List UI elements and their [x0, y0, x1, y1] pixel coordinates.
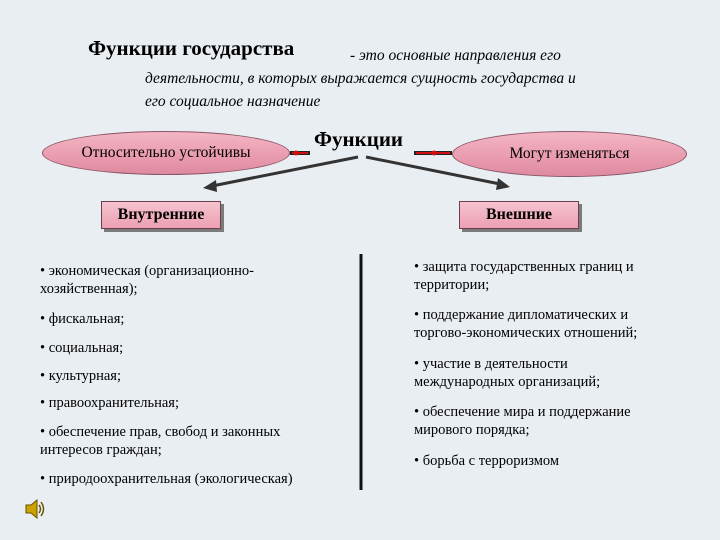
list-item: • социальная;: [40, 340, 124, 356]
definition: - это основные направления его деятельно…: [145, 44, 675, 113]
internal-list: • экономическая (организационно-хозяйств…: [40, 0, 360, 540]
arrow-left: [211, 155, 359, 188]
connector-dot-right: [431, 150, 437, 156]
functions-label: Функции: [314, 127, 404, 151]
connector-dot-left: [293, 150, 299, 156]
stable-label: Относительно устойчивы: [81, 144, 251, 161]
external-functions-box: Внешние: [459, 201, 579, 229]
changeable-ellipse: Могут изменяться: [452, 131, 687, 177]
changeable-label: Могут изменяться: [509, 145, 630, 162]
definition-line: его социальное назначение: [145, 93, 321, 110]
list-item: • борьба с терроризмом: [414, 453, 560, 469]
list-item: • культурная;: [40, 368, 121, 384]
arrow-right: [365, 155, 501, 186]
list-item: • правоохранительная;: [40, 395, 180, 411]
list-item: • экономическая (организационно-хозяйств…: [40, 263, 254, 297]
stable-ellipse: Относительно устойчивы: [42, 131, 290, 175]
definition-line: - это основные направления его: [350, 47, 561, 64]
internal-functions-box: Внутренние: [101, 201, 221, 229]
page-title: Функции государства: [88, 36, 295, 60]
speaker-icon[interactable]: [24, 497, 46, 521]
definition-line: деятельности, в которых выражается сущно…: [145, 70, 576, 87]
list-item: • фискальная;: [40, 311, 125, 327]
list-item: • природоохранительная (экологическая): [40, 471, 293, 487]
